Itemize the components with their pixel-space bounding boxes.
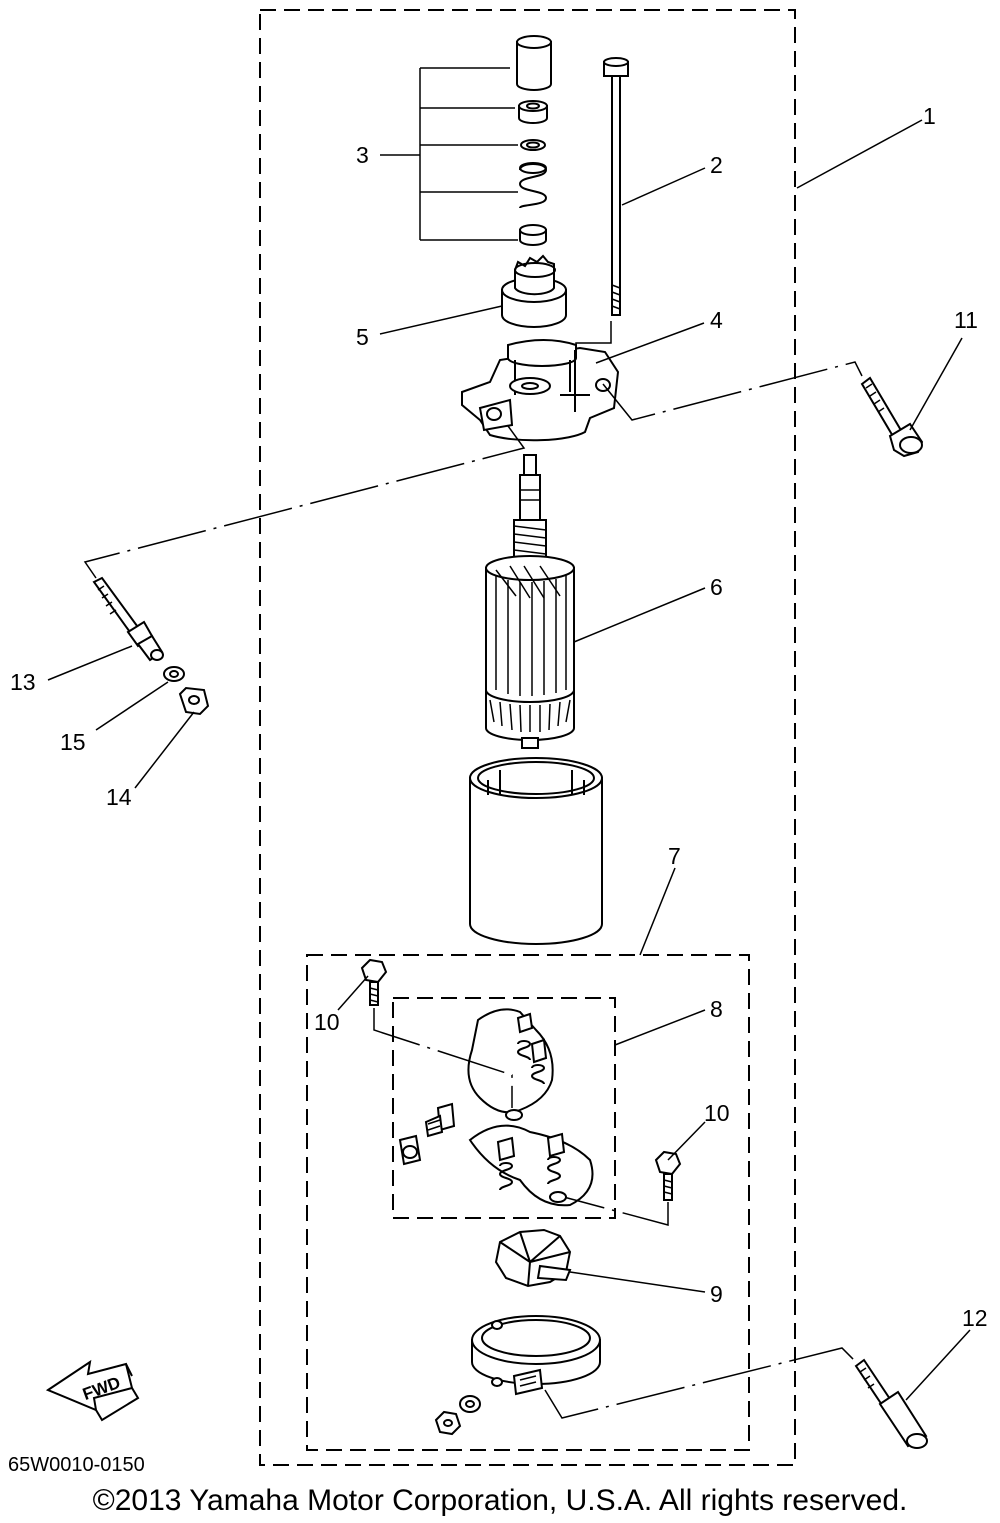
leader-10-right: [667, 1121, 706, 1161]
part-8-brush-holder: [398, 1008, 594, 1207]
callout-13: 13: [10, 669, 36, 695]
part-rear-washer: [459, 1395, 481, 1413]
callout-4: 4: [710, 307, 723, 333]
part-14-nut: [178, 686, 210, 716]
leader-3: [380, 67, 518, 241]
callout-15: 15: [60, 729, 86, 755]
leader-8: [614, 1009, 706, 1046]
callout-1: 1: [923, 103, 936, 129]
chain-line-11: [602, 361, 863, 421]
part-9-brush-plate: [494, 1228, 572, 1288]
part-15-washer: [163, 666, 185, 682]
callout-14: 14: [106, 784, 132, 810]
part-11-bracket-bolt: [860, 376, 924, 458]
assembly-7-boundary: [306, 954, 750, 1451]
part-6-armature: [485, 454, 575, 749]
part-rear-cover: [471, 1315, 601, 1396]
part-10-screw-left: [360, 958, 388, 1006]
callout-8: 8: [710, 996, 723, 1022]
leader-4: [575, 321, 705, 364]
callout-3: 3: [356, 142, 369, 168]
part-10-screw-right: [654, 1150, 682, 1201]
chain-line-13: [83, 425, 526, 579]
part-12-rear-bolt: [854, 1358, 928, 1449]
part-4-front-bracket: [461, 339, 620, 442]
callout-5: 5: [356, 324, 369, 350]
leader-12: [905, 1329, 971, 1401]
leader-7: [639, 867, 676, 956]
callout-6: 6: [710, 574, 723, 600]
callout-9: 9: [710, 1281, 723, 1307]
callout-10-right: 10: [704, 1100, 730, 1126]
leader-5: [379, 305, 503, 335]
leader-2: [621, 167, 706, 206]
leader-1: [796, 119, 923, 189]
leader-13: [47, 645, 133, 681]
callout-2: 2: [710, 152, 723, 178]
drawing-code: 65W0010-0150: [8, 1454, 145, 1476]
part-rear-nut: [434, 1410, 462, 1436]
leader-6: [573, 587, 706, 643]
leader-15: [95, 681, 169, 731]
callout-7: 7: [668, 843, 681, 869]
part-5-pinion-gear: [501, 254, 567, 328]
callout-10-left: 10: [314, 1009, 340, 1035]
part-yoke-housing: [469, 757, 603, 945]
assembly-8-boundary: [392, 997, 616, 1219]
assembly-1-boundary: [259, 9, 796, 1466]
copyright-notice: ©2013 Yamaha Motor Corporation, U.S.A. A…: [92, 1484, 908, 1517]
callout-12: 12: [962, 1305, 988, 1331]
chain-line-10-left: [373, 1008, 513, 1108]
fwd-arrow-icon: FWD: [45, 1359, 140, 1422]
part-2-through-bolt: [603, 57, 629, 316]
leader-11: [909, 337, 963, 431]
callout-11: 11: [954, 307, 978, 333]
chain-line-10-right: [559, 1195, 669, 1226]
chain-line-12: [544, 1347, 857, 1419]
part-13-stud-bolt: [92, 576, 164, 662]
leader-9: [569, 1271, 706, 1293]
leader-10-left: [337, 975, 369, 1011]
part-3-pinion-stopper-kit: [516, 35, 552, 246]
leader-14: [134, 711, 195, 789]
